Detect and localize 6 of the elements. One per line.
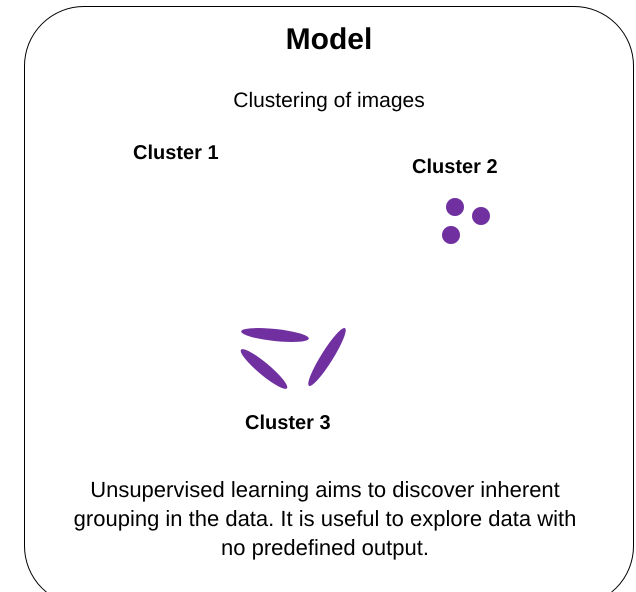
description-text: Unsupervised learning aims to discover inherent grouping in the data. It is useful to explore data with no predefined output. [72, 476, 578, 562]
panel-subtitle: Clustering of images [232, 89, 426, 113]
cluster-label: Cluster 1 [133, 142, 219, 165]
cluster-label: Cluster 2 [412, 156, 498, 179]
panel-title: Model [284, 23, 374, 57]
cluster-label: Cluster 3 [245, 412, 331, 435]
